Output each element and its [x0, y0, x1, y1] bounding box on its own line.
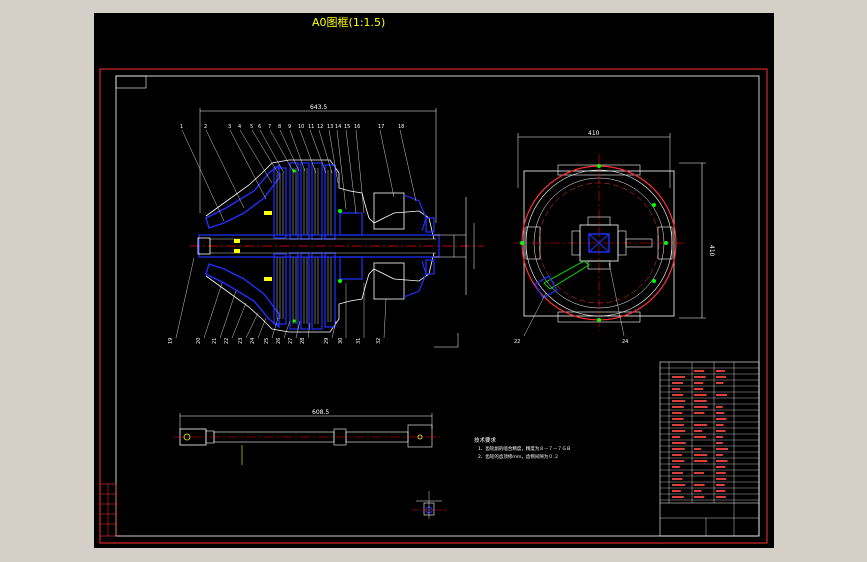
part-number-label: 7 — [268, 124, 271, 130]
part-number-label: 8 — [278, 124, 281, 130]
inner-frame — [116, 76, 759, 536]
part-number-label: 29 — [324, 338, 330, 344]
part-number-label: 23 — [238, 338, 244, 344]
part-number-label: 5 — [250, 124, 253, 130]
part-number-label: 16 — [354, 124, 360, 130]
corner-label-box — [116, 76, 146, 88]
drawing-title: A0图框(1:1.5) — [312, 16, 385, 29]
cad-drawing-canvas: A0图框(1:1.5) 643.5 — [94, 13, 774, 548]
part-number-label: 13 — [327, 124, 333, 130]
part-number-label: 6 — [258, 124, 261, 130]
part-number-label: 20 — [196, 338, 202, 344]
part-number-label: 12 — [317, 124, 323, 130]
side-view: 410 410 — [514, 130, 715, 345]
part-number-label: 11 — [308, 124, 314, 130]
cad-drawing: A0图框(1:1.5) 643.5 — [94, 13, 774, 548]
part-number-label: 27 — [288, 338, 294, 344]
part-number-label: 28 — [300, 338, 306, 344]
tech-req-line-2: 2、齿轮的齿顶修ｍｍ，齿侧间隙为０.２ — [478, 453, 559, 460]
part-number-label: 25 — [264, 338, 270, 344]
part-number-labels-bottom: 19 20 21 22 23 24 25 26 27 28 29 30 31 32 — [168, 338, 382, 344]
part-number-label: 30 — [338, 338, 344, 344]
dimension-shaft-length: 608.5 — [312, 409, 329, 416]
technical-requirements: 技术要求 1、齿轮副的啮合精度，精度为８－７－７ＧＢ 2、齿轮的齿顶修ｍｍ，齿侧… — [474, 436, 571, 460]
part-number-label: 19 — [168, 338, 174, 344]
left-margin-table — [100, 484, 116, 536]
part-number-label: 9 — [288, 124, 291, 130]
side-label-24: 24 — [622, 339, 628, 345]
dimension-side-width: 410 — [588, 130, 600, 137]
key-section-detail — [412, 491, 446, 519]
part-number-label: 18 — [398, 124, 404, 130]
part-number-label: 17 — [378, 124, 384, 130]
dimension-side-height: 410 — [708, 245, 715, 257]
part-number-label: 1 — [180, 124, 183, 130]
tech-req-line-1: 1、齿轮副的啮合精度，精度为８－７－７ＧＢ — [478, 445, 571, 452]
part-number-label: 24 — [250, 338, 256, 344]
part-number-label: 26 — [276, 338, 282, 344]
shaft-detail-view: 608.5 — [174, 409, 440, 465]
part-number-label: 4 — [238, 124, 241, 130]
parts-list-table — [660, 362, 759, 536]
part-number-label: 32 — [376, 338, 382, 344]
part-number-label: 3 — [228, 124, 231, 130]
dimension-main-width: 643.5 — [310, 104, 327, 111]
main-section-view: 643.5 — [176, 104, 484, 347]
side-label-22: 22 — [514, 339, 520, 345]
tech-req-heading: 技术要求 — [474, 436, 497, 444]
part-number-labels-top: 123456789101112131415161718 — [180, 124, 404, 130]
part-number-label: 31 — [356, 338, 362, 344]
part-number-label: 2 — [204, 124, 207, 130]
part-number-label: 10 — [298, 124, 304, 130]
part-number-label: 21 — [212, 338, 218, 344]
part-number-label: 15 — [344, 124, 350, 130]
part-number-label: 14 — [335, 124, 341, 130]
part-number-label: 22 — [224, 338, 230, 344]
